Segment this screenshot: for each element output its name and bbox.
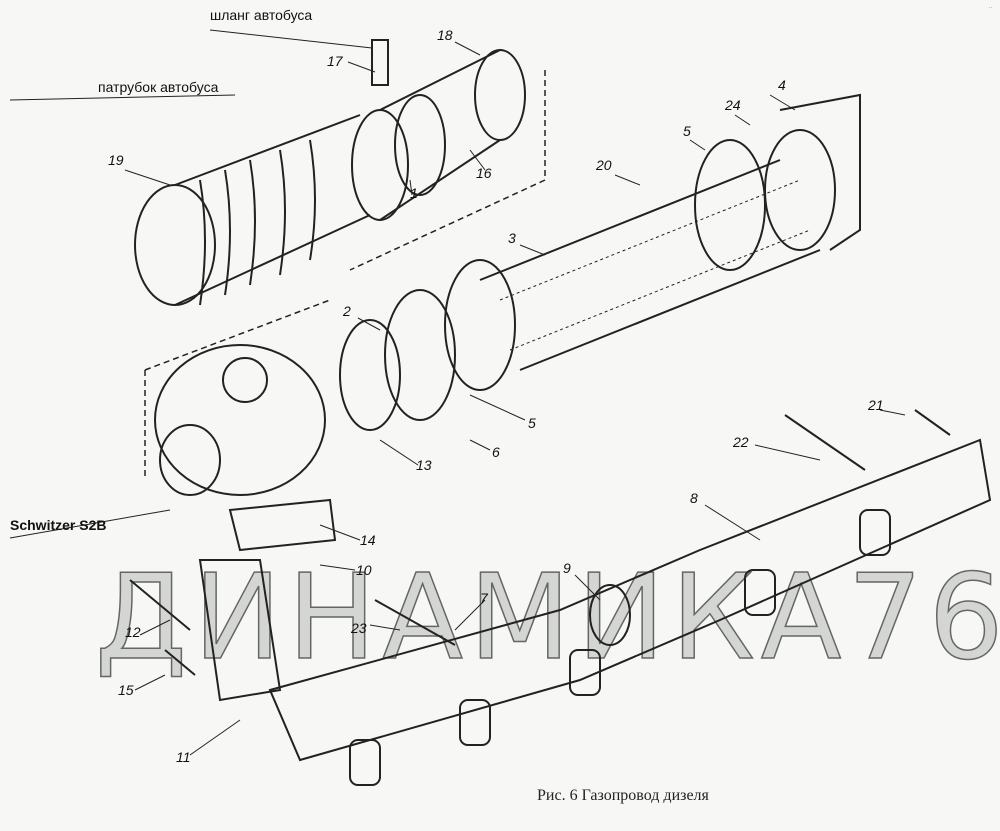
callout-19: 19 (108, 152, 124, 168)
exhaust-manifold (129, 409, 992, 786)
callout-10: 10 (356, 562, 372, 578)
callout-22: 22 (733, 434, 749, 450)
callout-3: 3 (508, 230, 516, 246)
callout-14: 14 (360, 532, 376, 548)
callout-8: 8 (690, 490, 698, 506)
bus-hose-label: шланг автобуса (210, 7, 313, 23)
callout-4: 4 (778, 77, 786, 93)
turbocharger (154, 344, 337, 552)
callout-24: 24 (725, 97, 741, 113)
callout-5-top: 5 (683, 123, 691, 139)
bus-pipe-label: патрубок автобуса (98, 79, 219, 95)
callout-15: 15 (118, 682, 134, 698)
callout-23: 23 (351, 620, 367, 636)
callout-9: 9 (563, 560, 571, 576)
callout-17: 17 (327, 53, 343, 69)
corner-mark: .. (988, 4, 992, 10)
clamp-and-coupling (351, 39, 526, 221)
callout-13: 13 (416, 457, 432, 473)
callout-16: 16 (476, 165, 492, 181)
callout-21: 21 (868, 397, 884, 413)
figure-caption: Рис. 6 Газопровод дизеля (537, 787, 709, 804)
callout-5-bottom: 5 (528, 415, 536, 431)
callout-20: 20 (596, 157, 612, 173)
turbo-model-label: Schwitzer S2B (10, 517, 107, 533)
watermark: ДИНАМИКА76 (94, 547, 1000, 687)
callout-1: 1 (410, 185, 418, 201)
callout-12: 12 (125, 624, 141, 640)
callout-7: 7 (480, 590, 488, 606)
callout-6: 6 (492, 444, 500, 460)
bus-pipe-bellows (134, 114, 371, 306)
callout-11: 11 (176, 749, 191, 765)
flex-pipe (339, 93, 861, 431)
callout-18: 18 (437, 27, 453, 43)
callout-2: 2 (343, 303, 351, 319)
